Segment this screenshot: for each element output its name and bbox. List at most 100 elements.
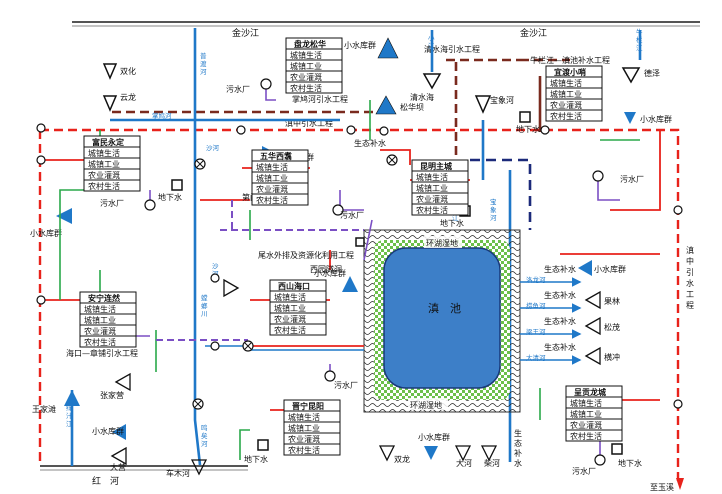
- demand-box-title: 晋宁昆阳: [292, 401, 324, 411]
- svg-text:双化: 双化: [120, 66, 136, 76]
- groundwater-label-1: 地下水: [158, 192, 182, 202]
- svg-text:双龙: 双龙: [394, 454, 410, 464]
- reservoir-chaihe: 柴河: [480, 445, 500, 468]
- demand-use-label: 农村生活: [84, 337, 116, 347]
- pudu-label: 普: [200, 51, 207, 60]
- svg-text:宝象河: 宝象河: [490, 95, 514, 105]
- groundwater-label-3: 地下水: [516, 124, 540, 134]
- wetland-top-label: 环湖湿地: [426, 238, 458, 248]
- eco-supply-label-1: 生态补水: [544, 264, 576, 274]
- svg-text:小水库群: 小水库群: [344, 40, 376, 50]
- demand-use-label: 农业灌溉: [88, 170, 120, 180]
- svg-text:大营: 大营: [110, 462, 126, 472]
- svg-text:沙: 沙: [212, 262, 219, 270]
- demand-box-title: 五华西翥: [260, 151, 292, 161]
- svg-text:引: 引: [686, 268, 694, 277]
- reservoir-songhua: 松华坝: [375, 95, 424, 115]
- reservoir-shuanghua: 双化: [102, 63, 136, 80]
- river-label-liangwang: 梁王河: [526, 327, 546, 336]
- qingshuihai-project-label: 清水海引水工程: [424, 44, 480, 54]
- svg-text:补: 补: [514, 448, 522, 458]
- reservoir-orchard: 果林: [584, 290, 620, 310]
- svg-text:矣: 矣: [201, 431, 208, 440]
- demand-use-label: 农村生活: [290, 83, 322, 93]
- mingyi-label: 鸣: [201, 423, 208, 432]
- niulan-project-label: 牛栏江—滇池补水工程: [530, 55, 610, 65]
- groundwater-label-5: 地下水: [618, 458, 642, 468]
- jinsha-right-label: 金沙江: [520, 27, 547, 39]
- demand-use-label: 城镇工业: [274, 303, 306, 313]
- groundwater-label-2: 地下水: [440, 218, 464, 228]
- reservoir-qingshuihai: 清水海: [410, 73, 442, 102]
- zhangjiu-label: 掌鸠河引水工程: [292, 94, 348, 104]
- reservoir-tanglang-inlet: [223, 278, 240, 298]
- reservoir-songmao: 松茂: [584, 316, 620, 336]
- eco-supply-label-4: 生态补水: [544, 342, 576, 352]
- purple-dashed-flows: [156, 200, 364, 341]
- svg-text:栏: 栏: [636, 35, 643, 44]
- svg-text:小水库群: 小水库群: [314, 268, 346, 278]
- svg-text:小水库群: 小水库群: [594, 264, 626, 274]
- demand-box-title: 盘龙松华: [294, 39, 326, 49]
- demand-box-title: 富民永定: [92, 137, 124, 147]
- svg-text:松华坝: 松华坝: [400, 102, 424, 112]
- demand-use-label: 农村生活: [274, 325, 306, 335]
- svg-text:清水海: 清水海: [410, 92, 434, 102]
- river-label-luolong: 洛龙河: [526, 275, 546, 284]
- sewage-label-1: 污水厂: [226, 84, 250, 94]
- demand-use-label: 农业灌溉: [274, 314, 306, 324]
- svg-text:宝: 宝: [490, 197, 497, 206]
- demand-box-title: 呈贡龙城: [574, 387, 606, 397]
- svg-text:云龙: 云龙: [120, 92, 136, 102]
- demand-use-label: 农村生活: [88, 181, 120, 191]
- svg-text:川: 川: [201, 310, 208, 318]
- svg-text:江: 江: [636, 44, 643, 52]
- navy-dashed-line: [470, 158, 532, 230]
- demand-box-title: 宜渡小哨: [554, 67, 586, 77]
- svg-text:江: 江: [452, 214, 459, 222]
- reservoir-small-left: 小水库群: [30, 208, 72, 238]
- green-flows: [59, 100, 640, 460]
- svg-text:江: 江: [428, 42, 435, 50]
- demand-use-label: 城镇工业: [570, 409, 602, 419]
- demand-use-label: 城镇生活: [288, 412, 320, 422]
- demand-use-label: 城镇工业: [84, 315, 116, 325]
- shahe-label: 沙河: [206, 144, 220, 152]
- sewage-label-6: 污水厂: [334, 380, 358, 390]
- demand-use-label: 农村生活: [550, 111, 582, 121]
- demand-use-label: 城镇生活: [256, 162, 288, 172]
- eco-supply-label-2: 生态补水: [544, 290, 576, 300]
- demand-box-title: 昆明主城: [420, 161, 452, 171]
- dianchi-complex: 滇 池 环湖湿地 环湖湿地: [363, 229, 521, 413]
- dianzhong-boundary: [38, 128, 680, 485]
- demand-use-label: 农村生活: [288, 445, 320, 455]
- demand-use-label: 城镇生活: [550, 78, 582, 88]
- demand-use-label: 城镇生活: [290, 50, 322, 60]
- demand-use-label: 城镇工业: [550, 89, 582, 99]
- demand-use-label: 农村生活: [416, 205, 448, 215]
- demand-use-label: 城镇工业: [88, 159, 120, 169]
- honghe-label: 红 河: [92, 475, 119, 487]
- svg-text:水: 水: [514, 458, 522, 468]
- reservoir-small-xishan: 小水库群: [314, 268, 358, 292]
- xiyuan-label: 西园隧洞: [310, 264, 342, 274]
- river-label-daqing: 大清河: [526, 353, 546, 362]
- demand-use-label: 农村生活: [256, 195, 288, 205]
- svg-text:中: 中: [686, 256, 694, 266]
- demand-box-title: 安宁连然: [88, 293, 120, 303]
- svg-text:柴河: 柴河: [484, 458, 500, 468]
- svg-text:河: 河: [201, 440, 208, 448]
- reservoir-small-right: 小水库群: [578, 260, 626, 276]
- svg-text:横冲: 横冲: [604, 352, 620, 362]
- demand-use-label: 城镇生活: [84, 304, 116, 314]
- reservoir-yunlong: 云龙: [102, 92, 136, 112]
- svg-text:江: 江: [66, 420, 73, 428]
- demand-use-label: 城镇工业: [256, 173, 288, 183]
- reservoir-wangjiatan: 王家滩: [32, 390, 80, 414]
- reservoir-dayong: 大营: [110, 446, 127, 472]
- svg-text:车木河: 车木河: [166, 468, 190, 478]
- demand-use-label: 城镇工业: [416, 183, 448, 193]
